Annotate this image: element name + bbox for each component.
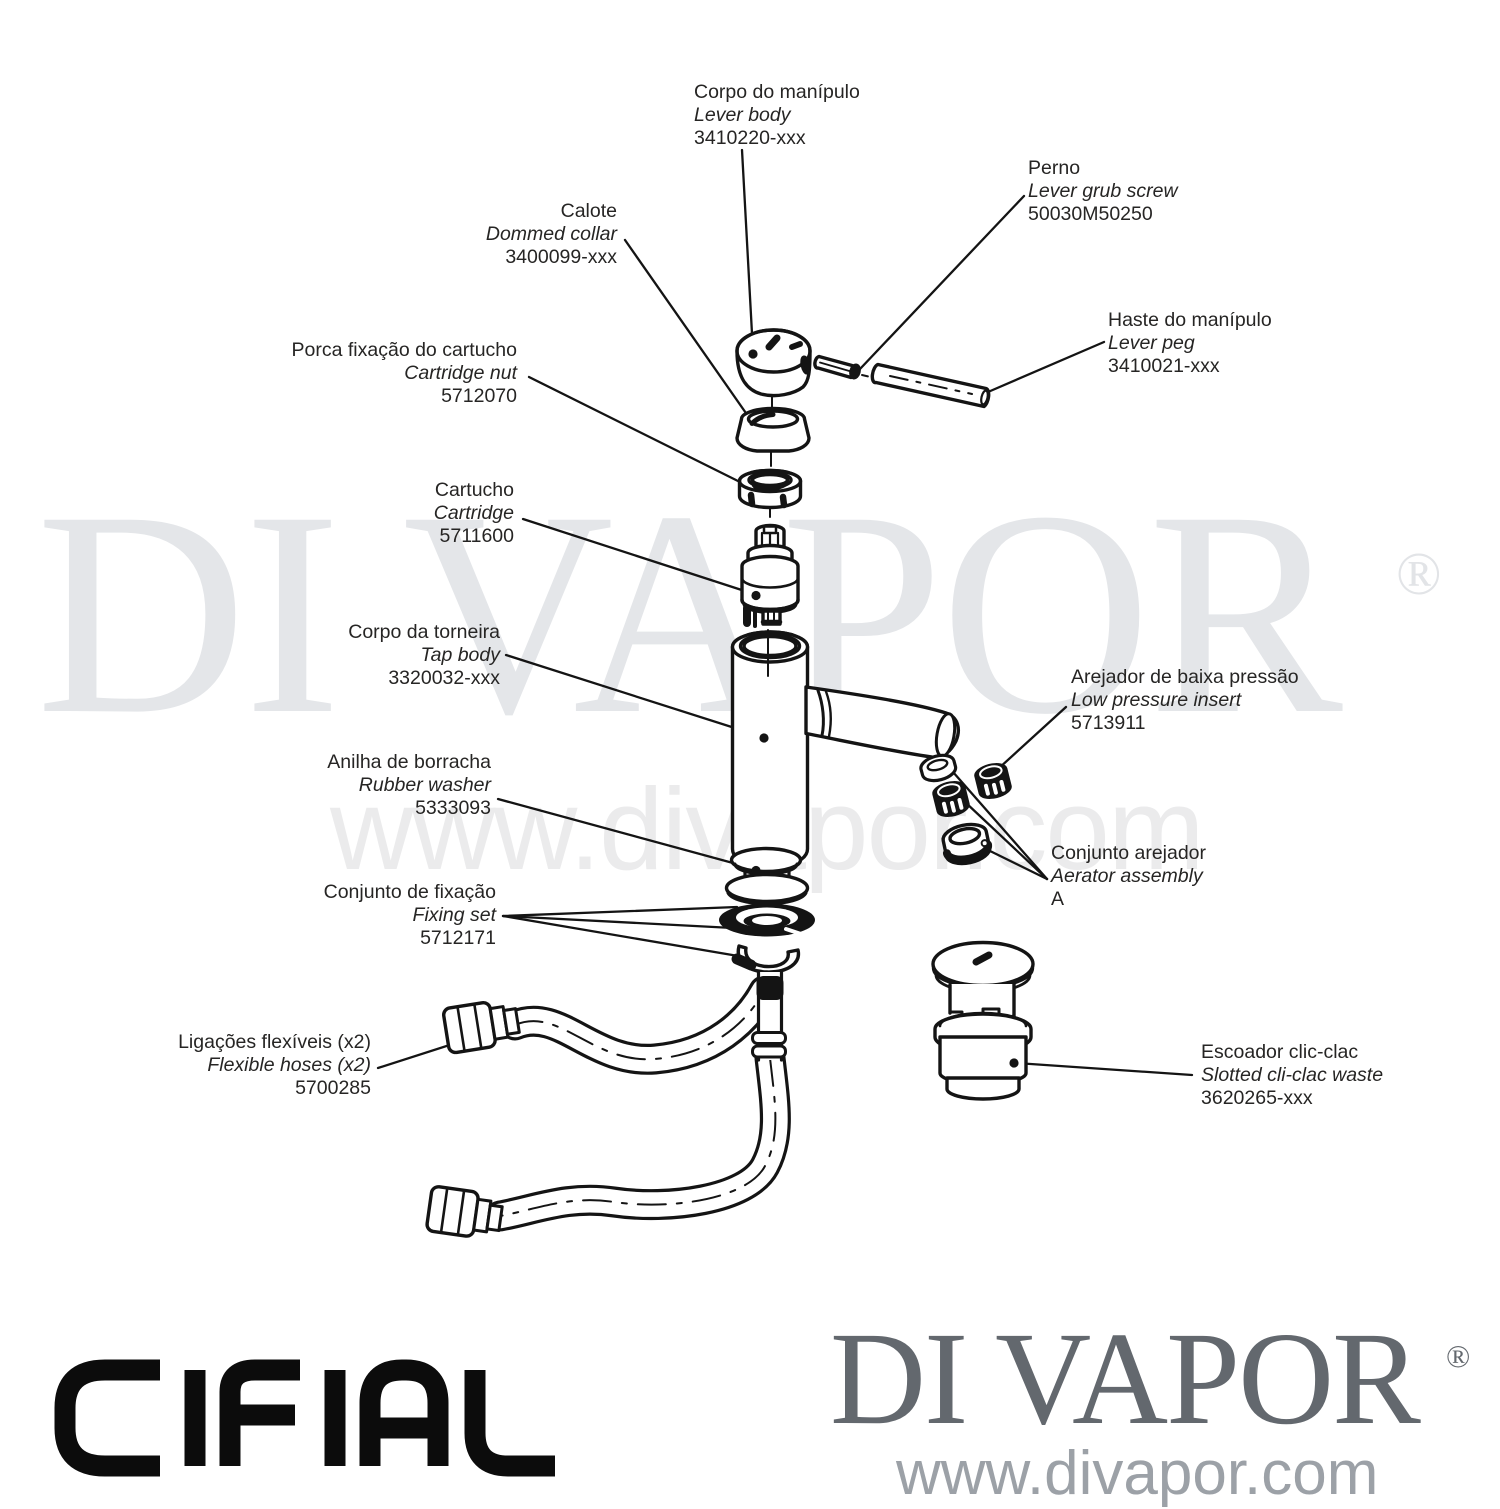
leader-lines (376, 148, 1194, 1077)
flexible-hoses-drawing (425, 970, 791, 1238)
clic-clac-waste-drawing (931, 940, 1035, 1101)
divapor-website-url: www.divapor.com (896, 1439, 1379, 1508)
rubber-washer-drawing (724, 846, 810, 906)
label-fixing-set: Conjunto de fixação Fixing set 5712171 (323, 881, 496, 949)
fixing-set-drawing (719, 903, 815, 974)
lever-grub-screw-drawing (813, 354, 876, 380)
aerator-assembly-drawing (919, 753, 1012, 866)
spout-drawing (804, 685, 960, 760)
label-dommed-collar: Calote Dommed collar 3400099-xxx (485, 200, 617, 268)
label-cartridge: Cartucho Cartridge 5711600 (433, 479, 514, 547)
lever-peg-drawing (870, 362, 991, 409)
label-cartridge-nut: Porca fixação do cartucho Cartridge nut … (291, 339, 517, 407)
label-lever-peg: Haste do manípulo Lever peg 3410021-xxx (1108, 309, 1272, 377)
cartridge-nut-drawing (737, 468, 803, 510)
divapor-logo-registered-icon: ® (1446, 1338, 1471, 1374)
lever-body-drawing (735, 328, 812, 398)
label-clic-clac-waste: Escoador clic-clac Slotted cli-clac wast… (1201, 1041, 1384, 1109)
label-rubber-washer: Anilha de borracha Rubber washer 5333093 (327, 751, 491, 819)
divapor-logo: DI VAPOR (830, 1304, 1421, 1452)
label-lever-grub-screw: Perno Lever grub screw 50030M50250 (1028, 157, 1178, 225)
divapor-watermark: DI VAPOR (36, 452, 1343, 775)
tap-body-drawing (730, 630, 810, 867)
divapor-watermark-registered-icon: ® (1396, 541, 1442, 607)
cartridge-drawing (740, 523, 800, 628)
cifial-logo (54, 1359, 555, 1477)
label-flexible-hoses: Ligações flexíveis (x2) Flexible hoses (… (178, 1031, 371, 1099)
low-pressure-insert-drawing (974, 763, 1012, 799)
dommed-collar-drawing (735, 406, 811, 453)
label-tap-body: Corpo da torneira Tap body 3320032-xxx (348, 621, 500, 689)
label-aerator-assembly: Conjunto arejador Aerator assembly A (1051, 842, 1207, 910)
label-low-pressure-insert: Arejador de baixa pressão Low pressure i… (1071, 666, 1299, 734)
label-lever-body: Corpo do manípulo Lever body 3410220-xxx (694, 81, 860, 149)
